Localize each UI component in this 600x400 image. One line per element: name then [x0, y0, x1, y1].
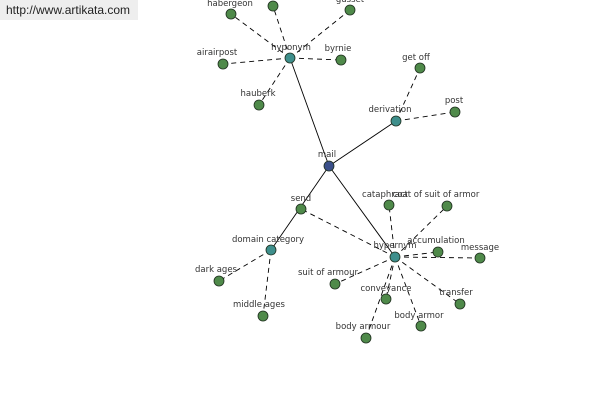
edge-domain-category-to-middle-ages [262, 249, 272, 317]
edge-hypernym-to-coat-of-armor [394, 205, 448, 258]
edge-hyponym-to-gusset [289, 9, 351, 59]
node-middle-ages[interactable] [257, 310, 269, 322]
label-message: message [461, 243, 499, 253]
label-body-armour: body armour [336, 322, 391, 332]
label-domain-category: domain category [232, 235, 304, 245]
node-send[interactable] [295, 203, 307, 215]
node-habergeon[interactable] [225, 8, 237, 20]
label-gusset: gusset [336, 0, 365, 5]
label-habergeon: habergeon [207, 0, 253, 9]
node-gusset[interactable] [344, 4, 356, 16]
node-hyponym[interactable] [284, 52, 296, 64]
edge-mail-to-hypernym [328, 165, 396, 258]
label-derivation: derivation [368, 105, 411, 115]
node-derivation[interactable] [390, 115, 402, 127]
edge-hypernym-to-transfer [394, 256, 461, 305]
node-suit-of-armour[interactable] [329, 278, 341, 290]
graph-labels: mail hyponym derivation send hypernym domain … [195, 0, 499, 332]
label-middle-ages: middle ages [233, 300, 286, 310]
edge-hypernym-to-accumulation [394, 251, 439, 258]
node-hypernym[interactable] [389, 251, 401, 263]
label-conveyance: conveyance [360, 284, 411, 294]
label-transfer: transfer [439, 288, 473, 298]
node-mail[interactable] [323, 160, 335, 172]
watermark-url: http://www.artikata.com [0, 0, 138, 20]
label-accumulation: accumulation [407, 236, 464, 246]
node-domain-category[interactable] [265, 244, 277, 256]
node-transfer[interactable] [454, 298, 466, 310]
node-post[interactable] [449, 106, 461, 118]
graph-nodes [213, 0, 486, 344]
node-body-armor[interactable] [415, 320, 427, 332]
node-dark-ages[interactable] [213, 275, 225, 287]
label-suit-of-armour: suit of armour [298, 268, 359, 278]
edge-hyponym-to-byrnie [289, 57, 342, 61]
edge-mail-to-hyponym [289, 57, 330, 167]
edge-hypernym-to-suit-of-armour [334, 256, 396, 285]
label-mail: mail [318, 150, 336, 160]
node-coat-of-armor[interactable] [441, 200, 453, 212]
edge-hyponym-to-top-leaf [272, 5, 291, 59]
edge-hypernym-to-conveyance [385, 256, 396, 300]
node-get-off[interactable] [414, 62, 426, 74]
edge-domain-category-to-dark-ages [218, 249, 272, 282]
label-byrnie: byrnie [325, 44, 352, 54]
label-coat-of-armor: coat of suit of armor [393, 190, 480, 200]
label-send: send [291, 194, 311, 204]
label-hyponym: hyponym [271, 43, 311, 53]
edge-hyponym-to-habergeon [230, 13, 291, 59]
label-hauberk: hauberk [240, 89, 275, 99]
label-dark-ages: dark ages [195, 265, 238, 275]
node-byrnie[interactable] [335, 54, 347, 66]
node-top-leaf[interactable] [267, 0, 279, 12]
label-cataphract: cataphract [362, 190, 409, 200]
label-airairpost: airairpost [197, 48, 238, 58]
node-hauberk[interactable] [253, 99, 265, 111]
node-accumulation[interactable] [432, 246, 444, 258]
label-body-armor: body armor [394, 311, 444, 321]
graph-edges [218, 5, 481, 339]
node-cataphract[interactable] [383, 199, 395, 211]
node-body-armour[interactable] [360, 332, 372, 344]
label-get-off: get off [402, 53, 431, 63]
label-hypernym: hypernym [373, 241, 416, 251]
edge-hypernym-to-body-armor [394, 256, 422, 327]
edge-mail-to-derivation [328, 120, 397, 167]
label-post: post [445, 96, 464, 106]
node-conveyance[interactable] [380, 293, 392, 305]
edge-derivation-to-post [395, 111, 456, 122]
node-message[interactable] [474, 252, 486, 264]
edge-hyponym-to-hauberk [258, 57, 291, 106]
edge-derivation-to-get-off [395, 67, 421, 122]
node-airairpost[interactable] [217, 58, 229, 70]
edge-hyponym-to-airairpost [222, 57, 291, 65]
